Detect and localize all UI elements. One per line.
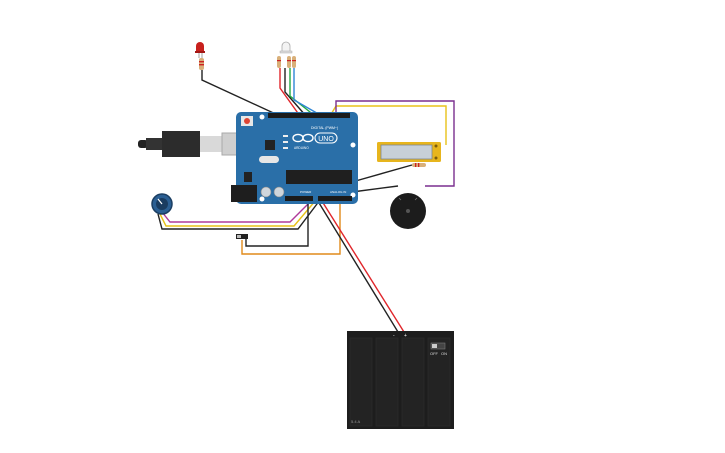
battery-plus-label: + [404, 333, 407, 339]
lcd-display[interactable] [377, 142, 441, 167]
wire-battery-black[interactable] [315, 197, 399, 333]
switch-slider [237, 235, 241, 238]
board-led [283, 135, 288, 137]
knob-indicator [157, 198, 163, 205]
digital-header[interactable] [268, 113, 350, 118]
wire-board-to-buzzer-purple[interactable] [335, 100, 455, 187]
mount-hole-icon [259, 196, 265, 202]
usb-chip [265, 140, 275, 150]
usb-cable-body [146, 138, 162, 150]
wire-pot-yellow[interactable] [159, 199, 317, 227]
slide-switch[interactable] [236, 234, 248, 239]
board-logo-text: UNO [318, 136, 334, 143]
resistor-band [277, 60, 281, 62]
resistor-band [199, 64, 204, 66]
resistor-band [292, 60, 296, 62]
potentiometer[interactable] [151, 193, 173, 215]
wire-rgb-common[interactable] [284, 68, 307, 117]
rgb-led[interactable] [277, 41, 296, 68]
digital-header-label: DIGITAL (PWM~) [311, 126, 338, 130]
wire-rgb-red[interactable] [279, 68, 301, 117]
battery-switch[interactable] [430, 342, 446, 350]
buzzer-pin-mark [414, 197, 418, 201]
resistor-icon [287, 56, 291, 68]
lcd-screen [380, 144, 433, 160]
mount-hole-icon [259, 114, 265, 120]
reset-button-cap [244, 118, 250, 124]
red-led[interactable] [195, 42, 205, 70]
battery-switch-off-label: OFF [430, 351, 439, 356]
power-header-label: POWER [300, 190, 312, 194]
buzzer-pin-mark [398, 197, 402, 201]
rgb-led-base [279, 50, 293, 54]
wires [157, 68, 455, 333]
lcd-mount-hole [434, 156, 438, 160]
dc-power-jack[interactable] [231, 185, 257, 202]
wire-battery-red[interactable] [319, 197, 405, 333]
wire-switch-black[interactable] [245, 200, 309, 247]
battery-switch-on-label: ON [441, 351, 447, 356]
battery-pack[interactable]: OFF ON 5.4 A - + [347, 331, 454, 429]
wire-pot-magenta[interactable] [161, 199, 313, 223]
arduino-uno[interactable]: DIGITAL (PWM~) UNO ARDUINO POWER ANALOG … [231, 112, 358, 204]
wire-rgb-blue[interactable] [293, 68, 323, 117]
board-brand-text: ARDUINO [294, 146, 309, 150]
usb-molded-grip [162, 131, 200, 157]
led-icon [196, 42, 204, 52]
battery-cells [349, 337, 451, 427]
led-base [195, 51, 205, 53]
resistor-band [415, 163, 417, 167]
wire-board-to-lcd-black[interactable] [351, 164, 413, 183]
wire-board-to-lcd-yellow[interactable] [329, 105, 447, 145]
analog-header[interactable] [318, 196, 352, 201]
board-led [283, 141, 288, 143]
atmega-chip [286, 170, 352, 184]
rgb-led-icon [281, 41, 291, 53]
capacitor-icon [260, 186, 272, 198]
regulator-chip [244, 172, 252, 182]
switch-icon [236, 234, 248, 239]
wire-board-to-buzzer-black[interactable] [351, 185, 399, 193]
wire-switch-orange[interactable] [241, 200, 341, 255]
wire-rgb-green[interactable] [289, 68, 316, 117]
usb-plug-icon [138, 140, 148, 148]
capacitor-icon [273, 186, 285, 198]
battery-voltage-label: 5.4 A [351, 419, 360, 424]
resistor-icon [292, 56, 296, 68]
resistor-band [287, 60, 291, 62]
lcd-mount-hole [434, 144, 438, 148]
analog-header-label: ANALOG IN [330, 190, 346, 194]
resistor-icon [277, 56, 281, 68]
resistor-band [418, 163, 420, 167]
usb-metal-tip [200, 136, 222, 152]
crystal-oscillator [259, 156, 279, 163]
piezo-buzzer[interactable] [390, 193, 426, 229]
power-header[interactable] [285, 196, 313, 201]
battery-switch-knob [432, 344, 437, 348]
buzzer-hole [406, 209, 410, 213]
arduino-logo: UNO ARDUINO [292, 132, 338, 150]
mount-hole-icon [350, 142, 356, 148]
battery-minus-label: - [393, 333, 395, 339]
board-led [283, 147, 288, 149]
resistor-band [199, 61, 204, 63]
wire-led-to-board[interactable] [201, 70, 281, 117]
wire-pot-black[interactable] [157, 199, 321, 230]
